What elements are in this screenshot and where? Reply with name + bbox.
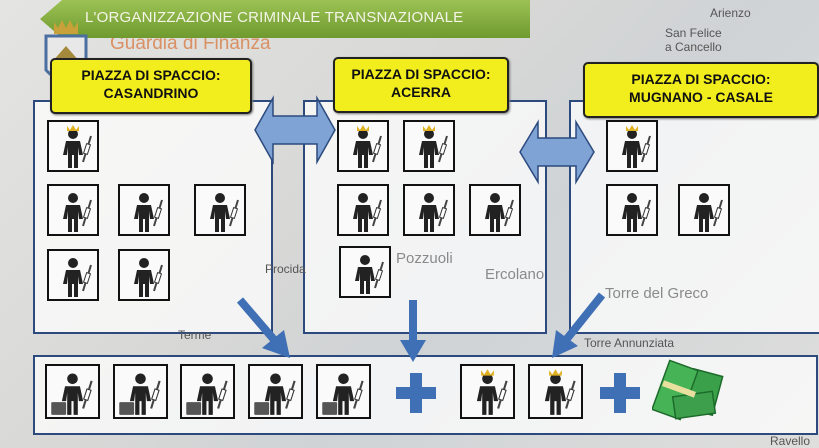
down-arrow-icon [562, 292, 606, 343]
panel-label-line: PIAZZA DI SPACCIO: [351, 66, 491, 82]
money-stack-icon [652, 359, 724, 421]
map-label: a Cancello [665, 40, 722, 54]
down-arrow-icon [236, 297, 280, 345]
dealer-icon [118, 184, 170, 236]
double-arrow-icon [519, 119, 595, 185]
dealer-icon [403, 184, 455, 236]
boss-icon [337, 120, 389, 172]
map-label: Torre del Greco [605, 285, 709, 302]
dealer-icon [678, 184, 730, 236]
map-label: San Felice [665, 26, 722, 40]
courier-icon [113, 364, 168, 419]
panel-label-mugnano-casale: PIAZZA DI SPACCIO: MUGNANO - CASALE [583, 62, 819, 118]
panel-label-line: PIAZZA DI SPACCIO: [631, 71, 771, 87]
map-label: Procida [265, 262, 306, 276]
dealer-icon [606, 184, 658, 236]
dealer-icon [47, 184, 99, 236]
dealer-icon [337, 184, 389, 236]
dealer-icon [194, 184, 246, 236]
panel-label-line: ACERRA [391, 84, 451, 100]
panel-label-line: MUGNANO - CASALE [629, 89, 773, 105]
boss-icon [403, 120, 455, 172]
title-banner: L'ORGANIZZAZIONE CRIMINALE TRANSNAZIONAL… [40, 0, 530, 38]
map-label: Ravello [770, 434, 811, 448]
dealer-icon [469, 184, 521, 236]
double-arrow-icon [254, 95, 336, 165]
panel-label-acerra: PIAZZA DI SPACCIO: ACERRA [333, 57, 509, 113]
boss-icon [47, 120, 99, 172]
dealer-icon [118, 249, 170, 301]
map-label: Torre Annunziata [584, 336, 675, 350]
map-label: Terme [178, 328, 212, 342]
courier-icon [248, 364, 303, 419]
boss-icon [460, 364, 515, 419]
panel-label-line: CASANDRINO [103, 85, 199, 101]
map-label: Arienzo [710, 6, 751, 20]
courier-icon [316, 364, 371, 419]
courier-icon [180, 364, 235, 419]
dealer-icon [339, 246, 391, 298]
plus-icon [396, 373, 436, 413]
dealer-icon [47, 249, 99, 301]
panel-label-casandrino: PIAZZA DI SPACCIO: CASANDRINO [50, 58, 252, 114]
panel-label-line: PIAZZA DI SPACCIO: [81, 67, 221, 83]
courier-icon [45, 364, 100, 419]
map-label: Ercolano [485, 266, 545, 283]
page-title: L'ORGANIZZAZIONE CRIMINALE TRANSNAZIONAL… [85, 9, 464, 26]
org-name: Guardia di Finanza [110, 33, 271, 54]
plus-icon [600, 373, 640, 413]
map-label: Pozzuoli [396, 250, 453, 267]
boss-icon [606, 120, 658, 172]
boss-icon [528, 364, 583, 419]
